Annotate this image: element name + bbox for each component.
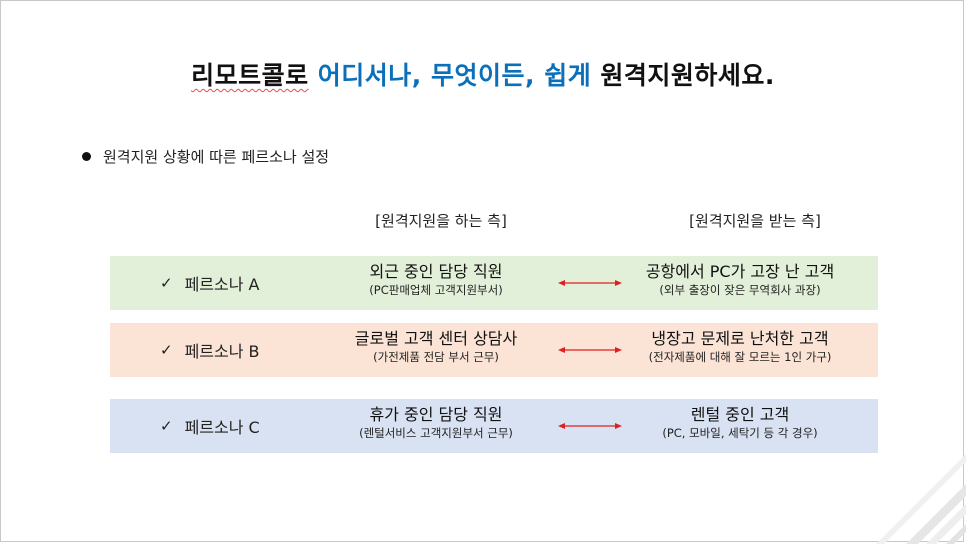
- title-highlight: 어디서나, 무엇이든, 쉽게: [317, 61, 592, 90]
- giver-detail: (PC판매업체 고객지원부서): [369, 283, 503, 297]
- receiver-cell: 렌털 중인 고객 (PC, 모바일, 세탁기 등 각 경우): [610, 404, 870, 441]
- giver-cell: 휴가 중인 담당 직원 (렌털서비스 고객지원부서 근무): [316, 404, 556, 441]
- giver-cell: 글로벌 고객 센터 상담사 (가전제품 전담 부서 근무): [316, 328, 556, 365]
- persona-label: ✓ 페르소나 B: [160, 323, 260, 377]
- double-arrow-icon: [558, 347, 622, 353]
- persona-row-c: ✓ 페르소나 C 휴가 중인 담당 직원 (렌털서비스 고객지원부서 근무) 렌…: [110, 399, 878, 453]
- receiver-detail: (전자제품에 대해 잘 모르는 1인 가구): [648, 350, 832, 364]
- bullet-dot-icon: [82, 152, 91, 161]
- persona-row-b: ✓ 페르소나 B 글로벌 고객 센터 상담사 (가전제품 전담 부서 근무) 냉…: [110, 323, 878, 377]
- giver-cell: 외근 중인 담당 직원 (PC판매업체 고객지원부서): [316, 261, 556, 298]
- double-arrow-icon: [558, 280, 622, 286]
- giver-detail: (가전제품 전담 부서 근무): [373, 350, 499, 364]
- giver-title: 휴가 중인 담당 직원: [369, 405, 503, 424]
- check-icon: ✓: [160, 274, 173, 292]
- receiver-title: 렌털 중인 고객: [690, 405, 790, 424]
- header-receiver: [원격지원을 받는 측]: [689, 212, 821, 230]
- giver-detail: (렌털서비스 고객지원부서 근무): [359, 426, 513, 440]
- receiver-title: 공항에서 PC가 고장 난 고객: [645, 262, 835, 281]
- receiver-title: 냉장고 문제로 난처한 고객: [651, 329, 829, 348]
- persona-row-a: ✓ 페르소나 A 외근 중인 담당 직원 (PC판매업체 고객지원부서) 공항에…: [110, 256, 878, 310]
- receiver-detail: (외부 출장이 잦은 무역회사 과장): [659, 283, 821, 297]
- persona-label: ✓ 페르소나 A: [160, 256, 260, 310]
- receiver-cell: 냉장고 문제로 난처한 고객 (전자제품에 대해 잘 모르는 1인 가구): [610, 328, 870, 365]
- bullet-item: 원격지원 상황에 따른 페르소나 설정: [82, 146, 329, 167]
- slide-title: 리모트콜로 어디서나, 무엇이든, 쉽게 원격지원하세요.: [0, 56, 966, 92]
- bullet-text: 원격지원 상황에 따른 페르소나 설정: [103, 148, 330, 166]
- title-tail: 원격지원하세요.: [600, 61, 775, 90]
- corner-decoration: [876, 454, 966, 544]
- receiver-detail: (PC, 모바일, 세탁기 등 각 경우): [662, 426, 818, 440]
- giver-title: 외근 중인 담당 직원: [369, 262, 503, 281]
- persona-name: 페르소나 B: [184, 342, 260, 361]
- check-icon: ✓: [160, 341, 173, 359]
- giver-title: 글로벌 고객 센터 상담사: [354, 329, 518, 348]
- receiver-cell: 공항에서 PC가 고장 난 고객 (외부 출장이 잦은 무역회사 과장): [610, 261, 870, 298]
- header-giver: [원격지원을 하는 측]: [375, 212, 507, 230]
- persona-label: ✓ 페르소나 C: [160, 399, 260, 453]
- persona-name: 페르소나 A: [184, 275, 260, 294]
- double-arrow-icon: [558, 423, 622, 429]
- persona-name: 페르소나 C: [184, 418, 260, 437]
- title-brand: 리모트콜로: [191, 61, 309, 90]
- check-icon: ✓: [160, 417, 173, 435]
